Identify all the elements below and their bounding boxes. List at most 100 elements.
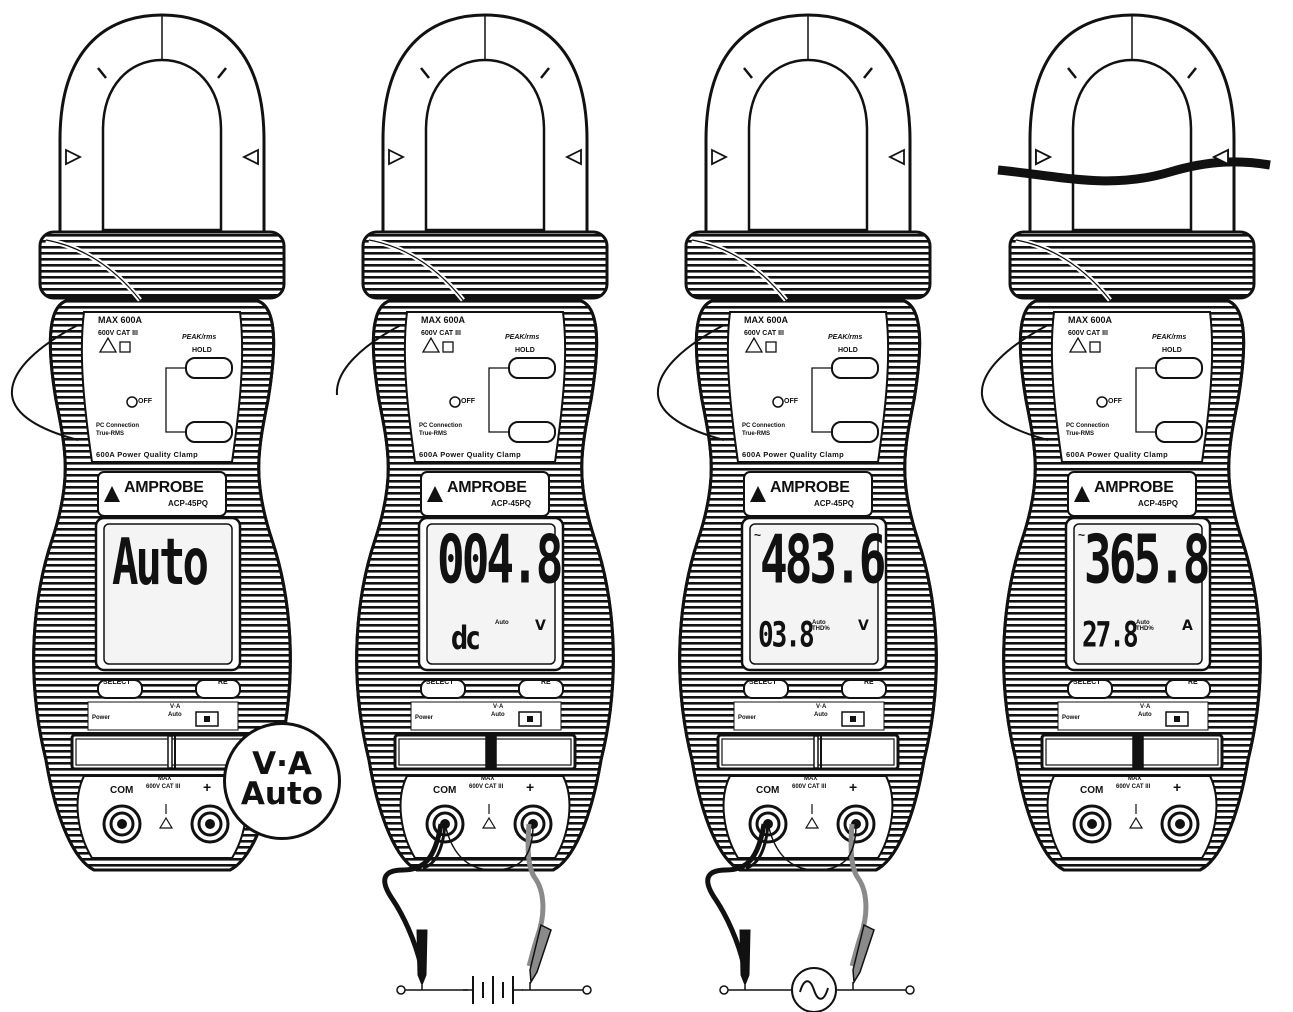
com-jack-label: COM (756, 785, 780, 796)
power-off-label: OFF (1108, 398, 1122, 405)
meter-body (32, 298, 292, 872)
lcd-sub-tag-line: Auto (495, 620, 509, 626)
lcd-sub-tag-line: THD% (1136, 626, 1154, 633)
range-button-label: RE (864, 679, 874, 686)
select-button-label: SELECT (749, 679, 777, 686)
select-button-label: SELECT (1073, 679, 1101, 686)
callout-line-auto: Auto (240, 776, 324, 812)
meter-body (678, 298, 938, 872)
clamp-meter-drawing (980, 13, 1271, 872)
dial-auto-label: Auto (1138, 712, 1152, 718)
range-button-label: RE (541, 679, 551, 686)
model-number: ACP-45PQ (814, 499, 855, 508)
red-test-probe (529, 923, 552, 985)
dial-auto-label: Auto (814, 712, 828, 718)
max-current-rating: MAX 600A (744, 315, 789, 325)
power-off-label: OFF (784, 398, 798, 405)
plus-jack-label: + (526, 779, 535, 795)
max-small-label: MAX (1128, 776, 1142, 782)
pc-connection-model-label: True-RMS (96, 431, 125, 437)
va-auto-callout: V·A Auto (223, 722, 341, 840)
category-rating: 600V CAT III (421, 330, 461, 337)
model-number: ACP-45PQ (168, 499, 209, 508)
pc-connection-model-label: True-RMS (1066, 431, 1095, 437)
dial-va-label: V·A (1140, 704, 1151, 710)
hold-button-label: HOLD (1162, 347, 1182, 354)
power-label: Power (1062, 715, 1081, 721)
lcd-sub-reading: 03.8 (758, 615, 815, 656)
lcd-unit: V (535, 618, 546, 634)
clamp-meter-drawing (335, 13, 615, 1008)
power-label: Power (415, 715, 434, 721)
product-line-label: 600A Power Quality Clamp (96, 450, 198, 459)
max-small-label: MAX (158, 776, 172, 782)
model-number: ACP-45PQ (1138, 499, 1179, 508)
max-current-rating: MAX 600A (421, 315, 466, 325)
lcd-main-reading: 365.8 (1084, 520, 1210, 599)
peak-rms-button-label: PEAK/rms (828, 334, 863, 341)
dial-va-label: V·A (493, 704, 504, 710)
plus-jack-label: + (1173, 779, 1182, 795)
peak-rms-button-label: PEAK/rms (505, 334, 540, 341)
brand-logo-text: AMPROBE (770, 479, 850, 496)
com-jack-label: COM (110, 785, 134, 796)
lcd-ac-indicator: ~ (754, 528, 762, 542)
input-rating-label: 600V CAT III (146, 784, 181, 790)
product-line-label: 600A Power Quality Clamp (742, 450, 844, 459)
category-rating: 600V CAT III (1068, 330, 1108, 337)
product-line-label: 600A Power Quality Clamp (1066, 450, 1168, 459)
power-label: Power (92, 715, 111, 721)
meter-body (1002, 298, 1262, 872)
input-rating-label: 600V CAT III (469, 784, 504, 790)
range-button-label: RE (1188, 679, 1198, 686)
input-rating-label: 600V CAT III (1116, 784, 1151, 790)
dial-auto-label: Auto (491, 712, 505, 718)
hold-button-label: HOLD (838, 347, 858, 354)
max-small-label: MAX (481, 776, 495, 782)
brand-logo-text: AMPROBE (124, 479, 204, 496)
conductor-through-jaw (997, 157, 1271, 186)
max-current-rating: MAX 600A (1068, 315, 1113, 325)
power-off-label: OFF (138, 398, 152, 405)
max-small-label: MAX (804, 776, 818, 782)
black-test-probe (739, 929, 751, 987)
pc-connection-label: PC Connection (96, 423, 139, 429)
com-jack-label: COM (433, 785, 457, 796)
lcd-unit: A (1182, 618, 1193, 634)
select-button-label: SELECT (426, 679, 454, 686)
lcd-mode-indicator: dc (451, 619, 480, 658)
red-test-probe (852, 923, 875, 985)
pc-connection-model-label: True-RMS (419, 431, 448, 437)
power-label: Power (738, 715, 757, 721)
dial-auto-label: Auto (168, 712, 182, 718)
black-test-probe (416, 929, 428, 987)
hold-button-label: HOLD (192, 347, 212, 354)
category-rating: 600V CAT III (98, 330, 138, 337)
max-current-rating: MAX 600A (98, 315, 143, 325)
pc-connection-label: PC Connection (419, 423, 462, 429)
callout-line-va: V·A (252, 746, 312, 782)
lcd-main-reading: 004.8 (437, 520, 563, 599)
peak-rms-button-label: PEAK/rms (1152, 334, 1187, 341)
input-rating-label: 600V CAT III (792, 784, 827, 790)
com-jack-label: COM (1080, 785, 1104, 796)
peak-rms-button-label: PEAK/rms (182, 334, 217, 341)
lcd-ac-indicator: ~ (1078, 528, 1086, 542)
ac-source-symbol (791, 967, 837, 1012)
dial-va-label: V·A (816, 704, 827, 710)
lcd-sub-tag-line: Auto (812, 620, 826, 626)
category-rating: 600V CAT III (744, 330, 784, 337)
brand-logo-text: AMPROBE (447, 479, 527, 496)
power-off-label: OFF (461, 398, 475, 405)
clamp-meter-drawing (10, 13, 292, 872)
range-button-label: RE (218, 679, 228, 686)
lcd-main-reading: Auto (112, 526, 209, 601)
dc-battery-symbol (463, 972, 523, 1008)
product-line-label: 600A Power Quality Clamp (419, 450, 521, 459)
